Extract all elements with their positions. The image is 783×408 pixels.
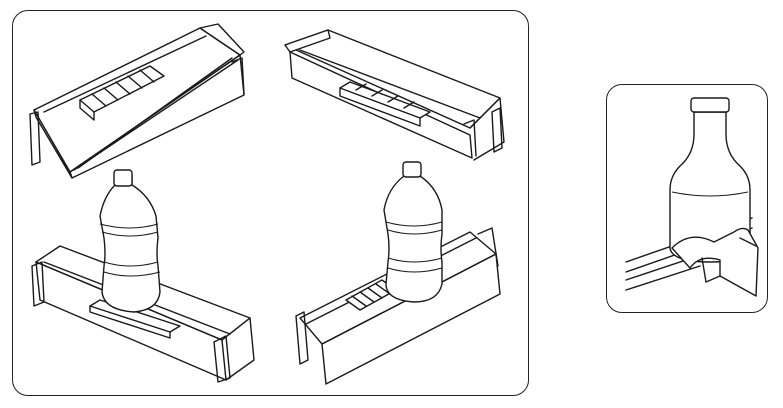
door-bin-bottom-left	[31, 169, 255, 383]
divider-rack	[89, 299, 181, 339]
divider-rack	[79, 65, 165, 121]
plastic-bottle	[383, 161, 443, 303]
bottle-detail	[625, 97, 759, 297]
glass-bottle	[669, 97, 751, 263]
divider-rack	[345, 279, 397, 311]
divider-rack	[339, 81, 431, 127]
door-bin-bottom-right	[295, 161, 501, 385]
plastic-bottle	[99, 169, 161, 313]
door-bin-top-right	[284, 29, 505, 161]
main-illustration-panel	[12, 10, 529, 396]
door-bin-top-left	[29, 23, 245, 179]
